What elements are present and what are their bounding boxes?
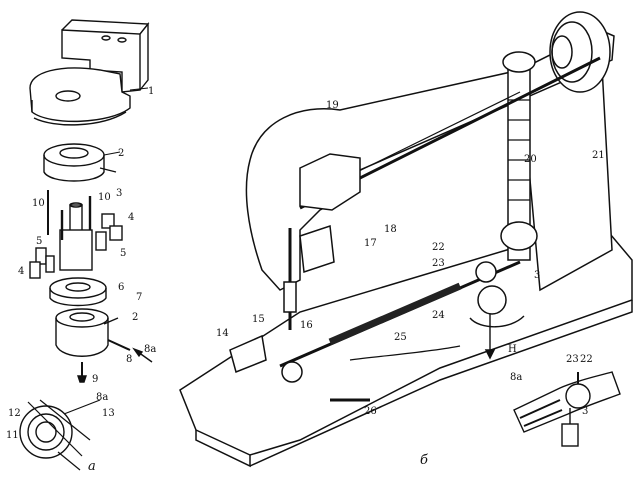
label-10-left: 10 bbox=[32, 198, 45, 209]
end-view-labels: 8а 12 13 11 bbox=[6, 392, 115, 441]
label-26: 26 bbox=[364, 406, 377, 417]
end-view bbox=[19, 399, 101, 471]
label-5-left: 5 bbox=[36, 236, 42, 247]
label-14: 14 bbox=[216, 328, 229, 339]
label-21: 21 bbox=[592, 150, 605, 161]
inset-label-3: 3 bbox=[582, 406, 588, 417]
bracket-part-1 bbox=[29, 19, 150, 126]
label-H: Н bbox=[508, 344, 517, 355]
label-1: 1 bbox=[148, 86, 154, 97]
ring-part-2-lower bbox=[55, 308, 131, 357]
label-4-left: 4 bbox=[18, 266, 24, 277]
label-2-lower: 2 bbox=[132, 312, 138, 323]
arrow-8a bbox=[132, 347, 153, 363]
panel-label-b: б bbox=[420, 453, 428, 468]
label-3: 3 bbox=[116, 188, 122, 199]
label-15: 15 bbox=[252, 314, 265, 325]
label-22: 22 bbox=[432, 242, 445, 253]
label-7: 7 bbox=[136, 292, 142, 303]
label-16: 16 bbox=[300, 320, 313, 331]
clips-part-4-5 bbox=[29, 213, 123, 279]
shaft-part-3 bbox=[47, 190, 93, 271]
label-24: 24 bbox=[432, 310, 445, 321]
label-3: 3 bbox=[534, 270, 540, 281]
label-10-right: 10 bbox=[98, 192, 111, 203]
ring-part-6 bbox=[49, 277, 107, 307]
label-12: 12 bbox=[8, 408, 21, 419]
label-25: 25 bbox=[394, 332, 407, 343]
label-17: 17 bbox=[364, 238, 377, 249]
machine-labels: 19 20 21 18 17 22 23 3 24 14 15 16 25 Н … bbox=[216, 100, 605, 417]
screw-part-9 bbox=[77, 362, 87, 383]
machine-body bbox=[179, 11, 633, 468]
inset-label-22: 22 bbox=[580, 354, 593, 365]
label-8a: 8а bbox=[144, 344, 156, 355]
exploded-view bbox=[19, 19, 153, 471]
label-8a-machine: 8а bbox=[510, 372, 522, 383]
label-8a-end: 8а bbox=[96, 392, 108, 403]
ring-part-2-upper bbox=[43, 143, 121, 182]
label-20: 20 bbox=[524, 154, 537, 165]
exploded-labels: 1 2 3 10 10 4 5 5 4 6 7 2 8 8а 9 bbox=[18, 86, 156, 385]
inset-label-23: 23 bbox=[566, 354, 579, 365]
panel-label-a: а bbox=[88, 459, 96, 474]
label-5-right: 5 bbox=[120, 248, 126, 259]
label-11: 11 bbox=[6, 430, 19, 441]
label-23: 23 bbox=[432, 258, 445, 269]
label-19: 19 bbox=[326, 100, 339, 111]
label-9: 9 bbox=[92, 374, 98, 385]
label-13: 13 bbox=[102, 408, 115, 419]
inset-gear-detail bbox=[513, 371, 621, 447]
label-2-upper: 2 bbox=[118, 148, 124, 159]
label-4-right: 4 bbox=[128, 212, 134, 223]
inset-labels: 23 22 3 bbox=[566, 354, 593, 417]
label-18: 18 bbox=[384, 224, 397, 235]
label-8: 8 bbox=[126, 354, 132, 365]
label-6: 6 bbox=[118, 282, 124, 293]
